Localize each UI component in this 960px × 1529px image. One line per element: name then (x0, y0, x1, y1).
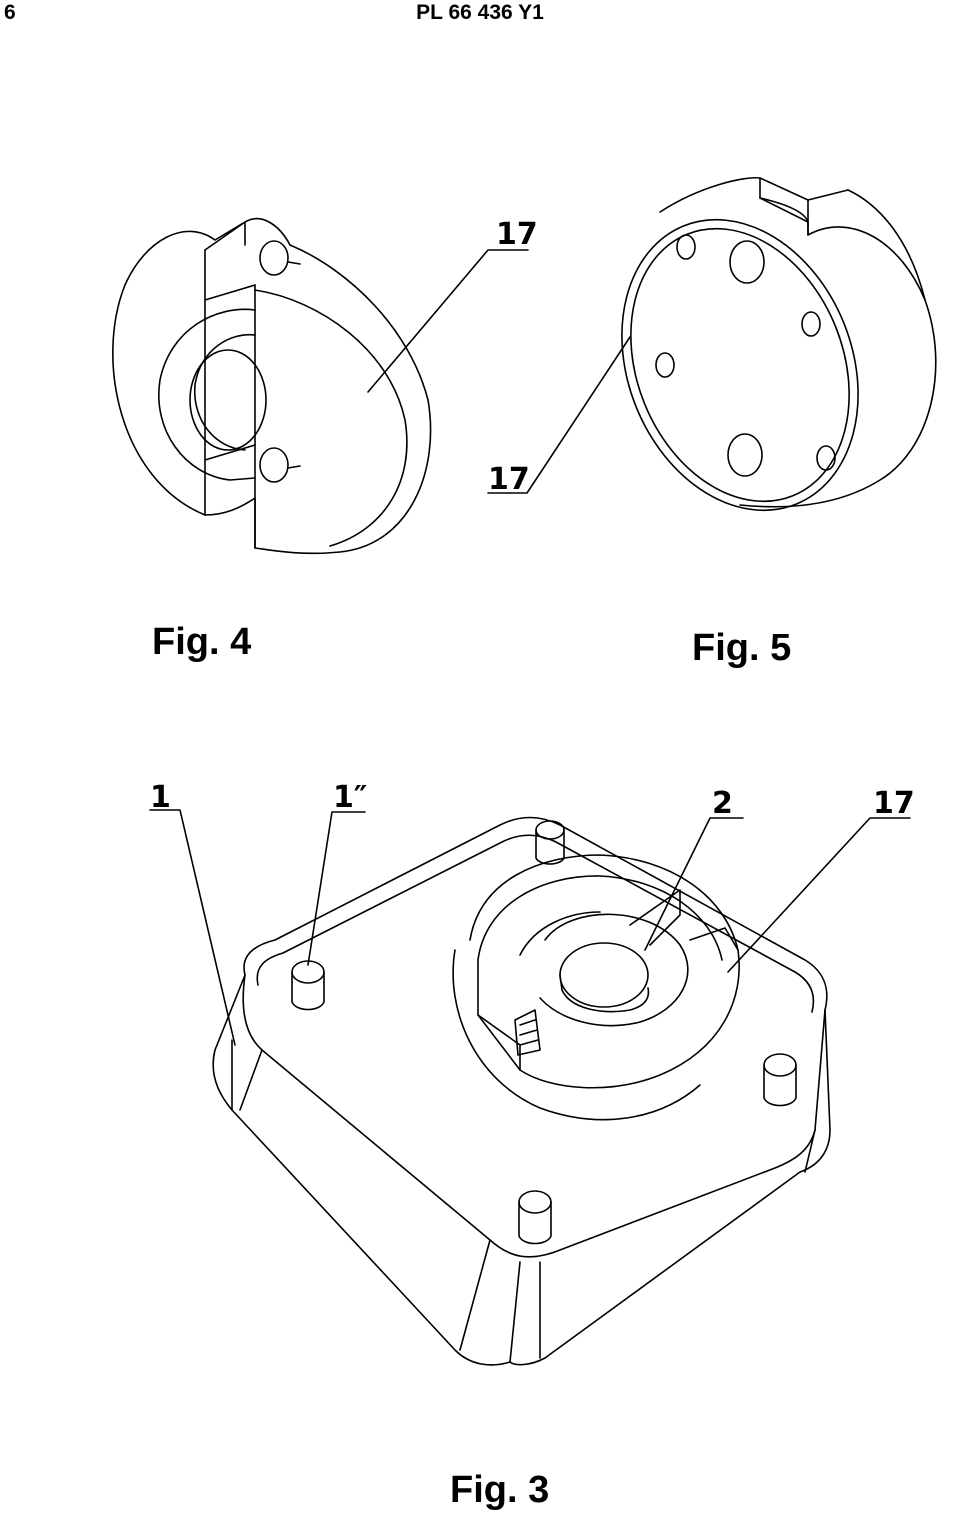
fig3-ref-1-double-prime: 1″ (333, 780, 368, 815)
fig3-leader-1 (149, 809, 236, 1046)
fig3-ref-17: 17 (873, 786, 915, 821)
fig5-caption: Fig. 5 (692, 627, 792, 669)
fig3-leader-1-double-prime (307, 811, 366, 966)
fig3-leader-17 (727, 817, 911, 973)
fig4-split-ring-drawing (112, 217, 432, 555)
fig3-leader-2 (644, 817, 744, 951)
fig3-caption: Fig. 3 (450, 1469, 550, 1511)
fig3-ref-1: 1 (150, 780, 171, 815)
fig5-leader-17 (487, 336, 631, 494)
page-number: 6 (4, 1, 16, 24)
fig4-ref-17: 17 (496, 217, 538, 252)
fig5-ring-back-drawing (621, 176, 937, 512)
fig3-base-plate-drawing (212, 816, 831, 1366)
document-id: PL 66 436 Y1 (416, 1, 544, 24)
fig3-ref-2: 2 (712, 786, 733, 821)
fig4-leader-17 (367, 249, 529, 393)
fig4-caption: Fig. 4 (152, 621, 252, 663)
fig5-ref-17: 17 (488, 462, 530, 497)
